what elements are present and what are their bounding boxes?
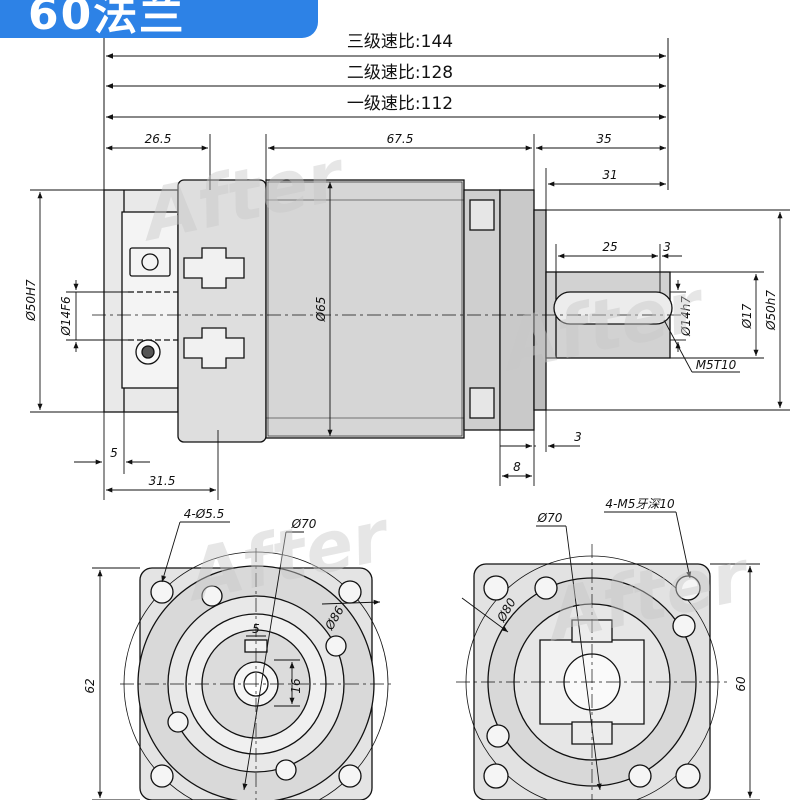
dim-mount-holes: 4-Ø5.5 xyxy=(184,507,225,521)
dim-input-total: 31.5 xyxy=(149,474,176,488)
dim-body-diameter: Ø65 xyxy=(314,297,328,323)
dim-input-shaft-fit: Ø14F6 xyxy=(59,296,73,337)
title-tab xyxy=(0,0,318,38)
dim-key-offset: 3 xyxy=(663,240,671,254)
dim-thread-tap: M5T10 xyxy=(696,358,737,372)
dim-pilot-height: 3 xyxy=(574,430,582,444)
ratio-two-stage: 二级速比:128 xyxy=(347,63,453,83)
dim-output-length: 35 xyxy=(596,132,611,146)
dim-left-key-width: 5 xyxy=(252,622,260,636)
side-dimension-lines xyxy=(30,134,790,500)
dim-input-depth: 26.5 xyxy=(145,132,172,146)
dim-right-bolt-circle: Ø70 xyxy=(537,511,563,525)
dim-input-flange-thk: 5 xyxy=(110,446,118,460)
dim-shaft-length: 31 xyxy=(602,168,617,182)
dim-left-key-height: 16 xyxy=(289,678,303,694)
dim-thread-holes: 4-M5牙深10 xyxy=(605,497,675,511)
front-view-output xyxy=(456,544,728,800)
ratio-three-stage: 三级速比:144 xyxy=(347,32,453,52)
front-view-input xyxy=(120,548,392,800)
dim-right-square: 60 xyxy=(734,676,748,692)
ratio-one-stage: 一级速比:112 xyxy=(347,94,453,114)
side-view xyxy=(92,179,690,443)
dim-input-bore-fit: Ø50H7 xyxy=(24,279,38,322)
dim-body-length: 67.5 xyxy=(387,132,414,146)
ratio-dimensions xyxy=(103,38,669,190)
dim-left-square: 62 xyxy=(83,678,97,693)
dim-key-length: 25 xyxy=(602,240,617,254)
front-right-dimension-lines xyxy=(461,511,760,800)
dim-output-pilot-fit: Ø50h7 xyxy=(764,290,778,331)
front-left-dimension-lines xyxy=(92,521,381,800)
dim-left-bolt-circle: Ø70 xyxy=(291,517,317,531)
dim-output-step: Ø17 xyxy=(740,303,754,329)
page-title: 60法兰 xyxy=(28,0,186,40)
dim-output-shaft-fit: Ø14h7 xyxy=(679,296,693,337)
dim-flange-thickness: 8 xyxy=(513,460,521,474)
